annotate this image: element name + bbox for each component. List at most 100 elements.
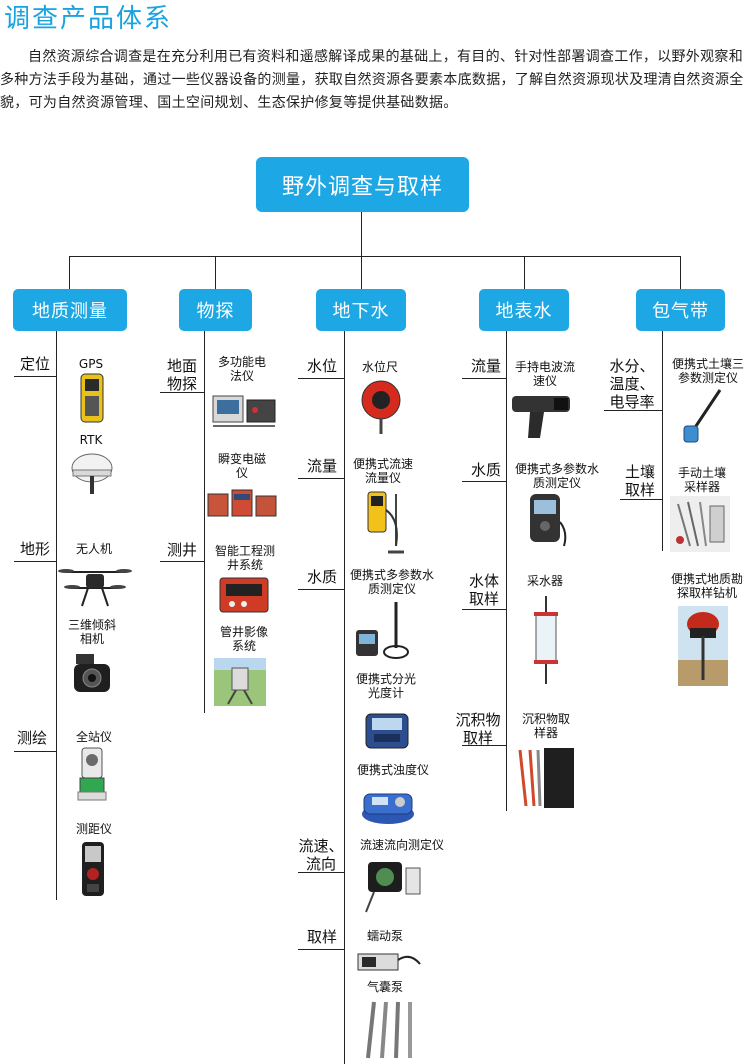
intro-paragraph: 自然资源综合调查是在充分利用已有资料和遥感解译成果的基础上，有目的、针对性部署调… [0,49,744,111]
item-engineering-logging-system: 智能工程测井系统 [214,544,275,572]
group-sediment-sampling: 沉积物取样 [455,711,501,747]
group-underline [298,589,344,590]
electrical-instrument-icon [212,395,276,427]
soil-probe-icon [683,389,722,443]
drilling-rig-icon [678,606,728,686]
group-terrain: 地形 [19,540,50,558]
group-surface-geophysics: 地面物探 [166,357,197,393]
item-rangefinder: 测距仪 [75,822,112,836]
item-electrical-instrument: 多功能电法仪 [217,355,266,383]
group-soil-sampling: 土壤取样 [624,463,655,499]
branch-drop-4 [524,256,525,289]
category-surface-water: 地表水 [479,289,569,331]
spine-geology [56,331,57,900]
group-water-sampling: 水体取样 [468,572,499,608]
water-sampler-icon [534,596,558,684]
group-sw-quality: 水质 [470,461,501,479]
item-flow-meter: 便携式流速流量仪 [352,457,413,485]
category-geology-survey: 地质测量 [13,289,127,331]
item-sediment-sampler: 沉积物取样器 [521,712,570,740]
group-flow: 流量 [306,457,337,475]
group-underline [14,561,56,562]
group-underline [298,872,344,873]
bladder-pump-icon [366,1001,412,1059]
item-bladder-pump: 气囊泵 [366,980,403,994]
well-imaging-icon [214,658,266,706]
group-sampling: 取样 [306,928,337,946]
transient-em-icon [207,489,277,517]
item-manual-soil-sampler: 手动土壤采样器 [677,466,726,494]
turbidimeter-icon [362,793,414,824]
spine-geophysics [204,331,205,713]
rangefinder-icon [82,842,104,896]
item-soil-three-parameter-meter: 便携式土壤三参数测定仪 [671,357,744,385]
group-underline [298,378,344,379]
group-underline [160,561,204,562]
velocity-direction-meter-icon [365,862,421,913]
item-water-sampler: 采水器 [526,574,563,588]
item-portable-drilling-rig: 便携式地质勘探取样钻机 [670,572,743,600]
camera-icon [74,654,110,692]
group-mapping: 测绘 [16,729,47,747]
drone-icon [58,569,132,607]
group-water-level: 水位 [306,357,337,375]
group-underline [160,392,204,393]
group-underline [462,745,506,746]
logging-system-icon [219,577,269,613]
group-underline [462,481,506,482]
spectrophotometer-icon [365,713,409,749]
water-level-reel-icon [361,380,401,434]
group-well-logging: 测井 [166,541,197,559]
item-peristaltic-pump: 蠕动泵 [366,929,403,943]
item-total-station: 全站仪 [75,730,112,744]
category-vadose-zone: 包气带 [636,289,725,331]
group-sw-flow: 流量 [470,357,501,375]
group-underline [298,949,344,950]
item-oblique-camera: 三维倾斜相机 [67,618,116,646]
branch-drop-5 [680,256,681,289]
handheld-meter-icon [530,494,567,547]
item-gps: GPS [78,357,104,371]
item-spectrophotometer: 便携式分光光度计 [356,672,417,700]
group-underline [14,751,56,752]
root-node: 野外调查与取样 [256,157,469,212]
root-connector [361,212,362,256]
group-underline [298,478,344,479]
soil-sampler-kit-icon [670,496,730,552]
group-moisture-temp-ec: 水分、温度、电导率 [609,357,655,411]
flow-meter-icon [367,491,404,554]
radar-gun-icon [512,396,570,438]
branch-bus [69,256,681,257]
spine-surface-water [506,331,507,811]
item-radar-velocimeter: 手持电波流速仪 [514,360,575,388]
total-station-icon [77,747,107,801]
group-velocity-direction: 流速、流向 [298,837,344,873]
rtk-antenna-icon [71,453,113,494]
page-title: 调查产品体系 [4,4,173,34]
category-geophysics: 物探 [179,289,252,331]
multiparameter-meter-icon [356,602,409,659]
spine-vadose [662,331,663,551]
branch-drop-1 [69,256,70,289]
item-turbidimeter: 便携式浊度仪 [356,763,429,777]
sediment-sampler-icon [518,748,574,808]
branch-drop-2 [215,256,216,289]
group-underline [462,609,506,610]
group-underline [620,499,662,500]
group-water-quality: 水质 [306,568,337,586]
group-positioning: 定位 [19,355,50,373]
peristaltic-pump-icon [357,953,421,971]
item-multiparameter-meter-sw: 便携式多参数水质测定仪 [514,462,599,490]
spine-groundwater [344,331,345,1064]
branch-drop-3 [361,256,362,289]
item-drone: 无人机 [75,542,112,556]
group-underline [14,376,56,377]
gps-icon [80,373,104,423]
item-well-imaging-system: 管井影像系统 [219,625,268,653]
item-transient-em: 瞬变电磁仪 [217,452,266,480]
item-water-level-gauge: 水位尺 [361,360,398,374]
category-groundwater: 地下水 [316,289,406,331]
item-velocity-direction-meter: 流速流向测定仪 [359,838,444,852]
group-underline [604,410,662,411]
group-underline [462,378,506,379]
